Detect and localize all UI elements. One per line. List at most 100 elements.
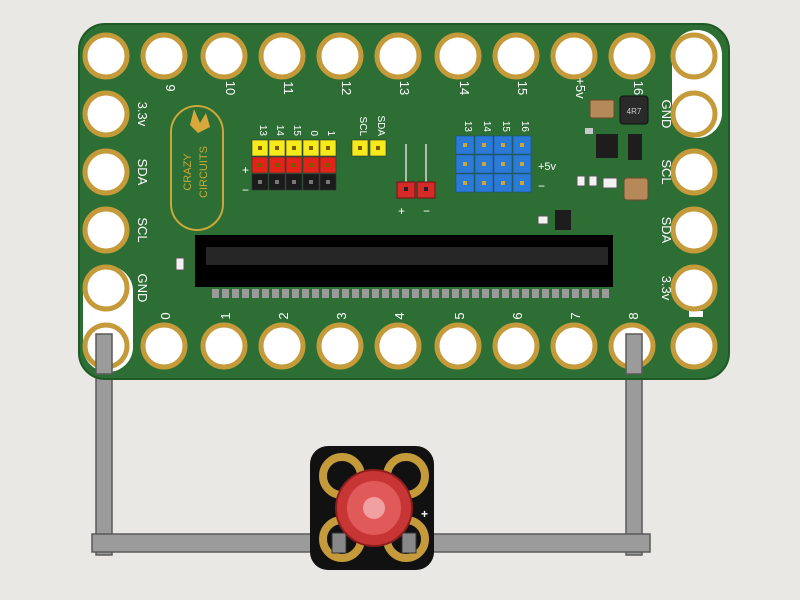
top-pin-label: 10 (223, 81, 238, 95)
bottom-pin-label: 0 (158, 312, 173, 319)
edge-pin (412, 289, 419, 298)
left-pad-3 (82, 264, 130, 312)
top-pin-label: 14 (457, 81, 472, 95)
edge-pin (312, 289, 319, 298)
left-pin-label: SCL (135, 217, 150, 242)
bottom-pad-6 (434, 322, 482, 370)
left-pad-0 (82, 90, 130, 138)
edge-pin (432, 289, 439, 298)
connector-minus-label: − (423, 204, 430, 218)
marker-right (689, 311, 703, 317)
edge-pin (342, 289, 349, 298)
connector-plus-label: + (398, 204, 405, 218)
edge-pin (252, 289, 259, 298)
header-block-right (455, 135, 532, 193)
edge-pin (262, 289, 269, 298)
bottom-pad-8 (550, 322, 598, 370)
edge-pin (442, 289, 449, 298)
right-pin-label: GND (659, 100, 674, 129)
right-pin-label: 3.3v (659, 276, 674, 301)
edge-pin (452, 289, 459, 298)
left-pad-1 (82, 148, 130, 196)
header-minus-label: − (242, 183, 249, 197)
bottom-pin-label: 3 (334, 312, 349, 319)
top-pad-3 (258, 32, 306, 80)
edge-pin (552, 289, 559, 298)
header-right-col-label: 14 (481, 121, 492, 133)
edge-pin (572, 289, 579, 298)
edge-pin (512, 289, 519, 298)
top-pin-label: 12 (339, 81, 354, 95)
edge-pin (362, 289, 369, 298)
inductor-marking: 4R7 (627, 107, 642, 116)
edge-pin (272, 289, 279, 298)
edge-pin (472, 289, 479, 298)
top-pad-10 (670, 32, 718, 80)
header-left-col-label: SDA (375, 115, 386, 136)
header-left-col-label: 14 (274, 125, 285, 137)
right-pin-label: SCL (659, 159, 674, 184)
bottom-pin-label: 6 (510, 312, 525, 319)
edge-pin (532, 289, 539, 298)
logo-line1: CRAZY (182, 153, 194, 191)
edge-pin (462, 289, 469, 298)
right-pad-1 (670, 148, 718, 196)
right-pad-3 (670, 264, 718, 312)
header-block-left (251, 139, 387, 191)
top-pin-label: 9 (163, 84, 178, 91)
top-pin-label: 16 (631, 81, 646, 95)
top-pad-9 (608, 32, 656, 80)
top-pad-5 (374, 32, 422, 80)
led-leg-right (401, 532, 417, 554)
bottom-pad-7 (492, 322, 540, 370)
led-module: + (310, 446, 434, 570)
top-pad-4 (316, 32, 364, 80)
edge-pin (502, 289, 509, 298)
left-pad-2 (82, 206, 130, 254)
right-pin-label: SDA (659, 217, 674, 244)
top-pin-label: 13 (397, 81, 412, 95)
header-right-minus-label: − (538, 179, 545, 193)
edge-connector-pins (212, 289, 609, 298)
top-pad-8 (550, 32, 598, 80)
bottom-pad-10 (670, 322, 718, 370)
small-ic (555, 210, 571, 230)
edge-connector (195, 235, 613, 298)
diode (628, 134, 642, 160)
led-leg-left (331, 532, 347, 554)
edge-pin (562, 289, 569, 298)
edge-pin (332, 289, 339, 298)
right-pad-0 (670, 90, 718, 138)
bottom-pad-3 (258, 322, 306, 370)
left-pin-label: 3.3v (135, 102, 150, 127)
regulator-ic (596, 134, 618, 158)
edge-pin (212, 289, 219, 298)
bottom-pad-2 (200, 322, 248, 370)
bottom-pin-label: 4 (392, 312, 407, 319)
header-right-col-label: 15 (500, 121, 511, 133)
led-highlight (363, 497, 385, 519)
edge-pin (482, 289, 489, 298)
power-connector: + − (396, 144, 436, 218)
crazy-circuits-logo: CRAZY CIRCUITS (170, 105, 224, 231)
header-right-col-label: 16 (519, 121, 530, 133)
header-left-col-label: 1 (325, 130, 336, 136)
edge-pin (242, 289, 249, 298)
edge-pin (302, 289, 309, 298)
edge-pin (392, 289, 399, 298)
top-pad-7 (492, 32, 540, 80)
edge-pin (232, 289, 239, 298)
rail-left-top (95, 333, 113, 375)
top-pad-0 (82, 32, 130, 80)
capacitor-top (589, 99, 615, 119)
capacitor-bottom (623, 177, 649, 201)
top-pin-label: 11 (281, 81, 296, 95)
edge-pin (422, 289, 429, 298)
left-pin-label: GND (135, 274, 150, 303)
edge-pin (352, 289, 359, 298)
right-pad-2 (670, 206, 718, 254)
